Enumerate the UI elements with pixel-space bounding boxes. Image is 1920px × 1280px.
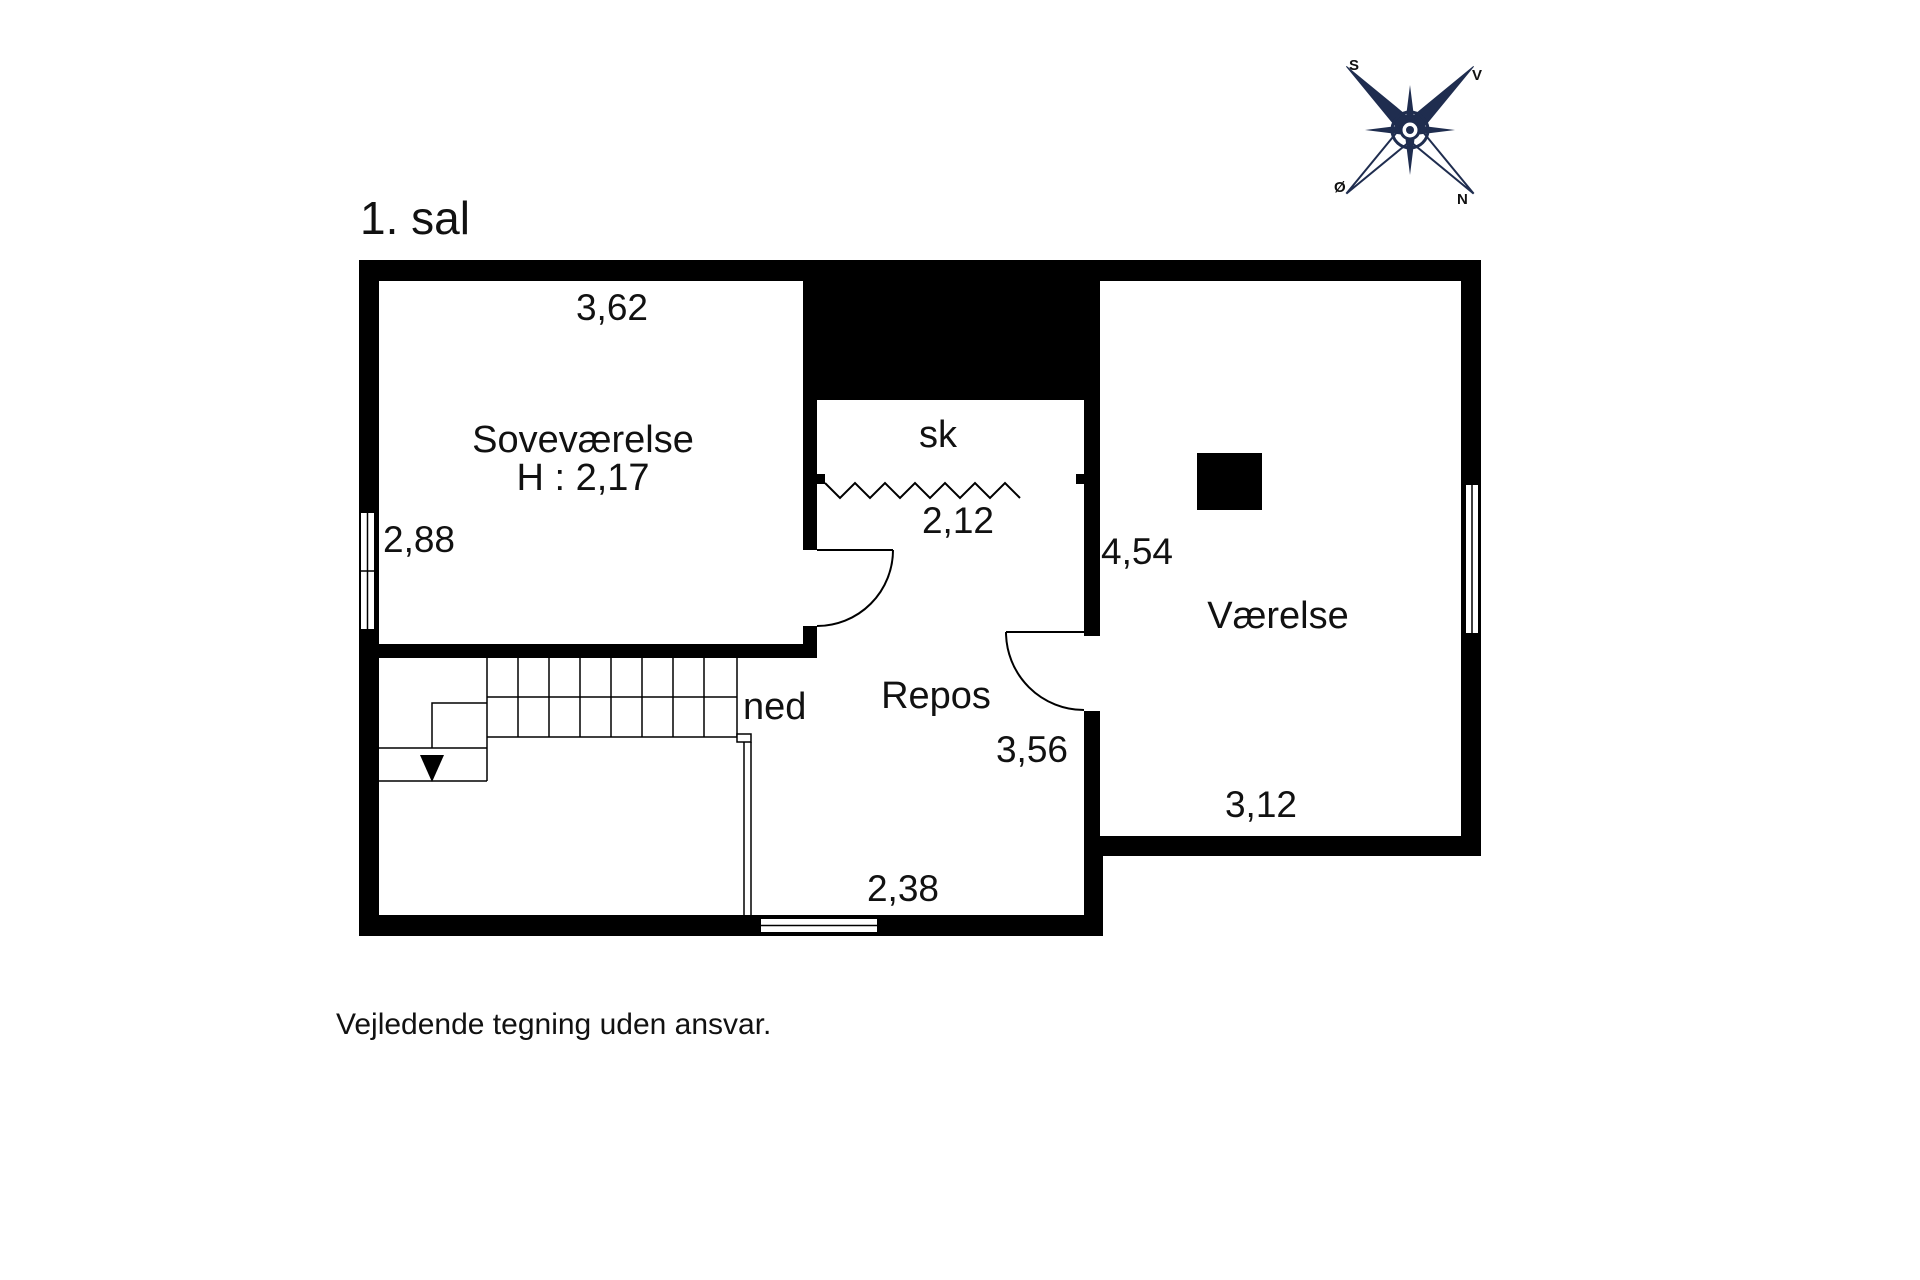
window-room (1464, 483, 1480, 635)
compass-s-label: S (1349, 57, 1359, 74)
bedroom-name: Soveværelse (472, 419, 694, 461)
bedroom-height: H : 2,17 (516, 457, 649, 499)
landing-name: Repos (881, 675, 991, 717)
room-depth: 4,54 (1101, 531, 1173, 572)
stair-direction-arrow-icon (420, 755, 444, 782)
landing-width: 2,38 (867, 868, 939, 909)
window-bedroom (359, 511, 376, 631)
disclaimer-note: Vejledende tegning uden ansvar. (336, 1008, 771, 1041)
closet-name: sk (919, 414, 958, 456)
closet-width: 2,12 (922, 500, 994, 541)
window-landing (759, 917, 879, 934)
compass-o-label: Ø (1334, 179, 1346, 196)
walls (359, 260, 1481, 936)
staircase (379, 658, 752, 915)
compass-rose-icon (1345, 65, 1475, 195)
compass-n-label: N (1457, 191, 1468, 208)
bedroom-depth: 2,88 (383, 519, 455, 560)
room-name: Værelse (1207, 595, 1349, 637)
door-bedroom (816, 549, 894, 627)
stairs-label: ned (743, 686, 806, 728)
room-width: 3,12 (1225, 784, 1297, 825)
landing-length: 3,56 (996, 729, 1068, 770)
floor-title: 1. sal (360, 192, 470, 244)
compass-v-label: V (1472, 67, 1482, 84)
bedroom-width: 3,62 (576, 287, 648, 328)
door-room (1005, 631, 1085, 711)
closet-door (817, 474, 1084, 500)
